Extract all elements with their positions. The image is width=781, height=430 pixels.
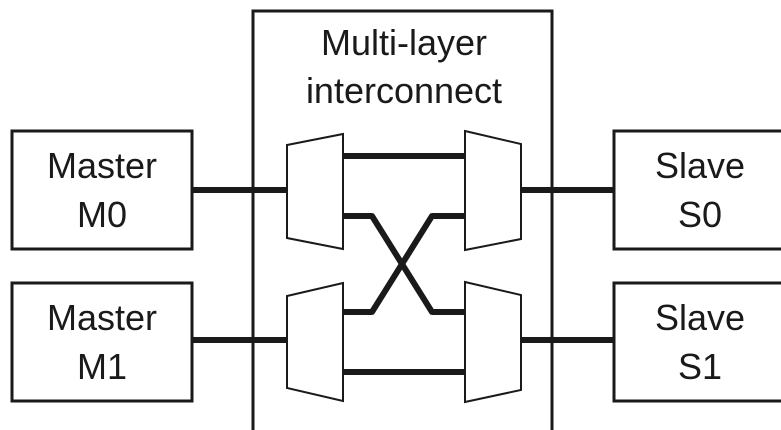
master-m0: Master M0 (10, 129, 194, 251)
slave-s1-label-line1: Slave (655, 297, 745, 338)
master-m0-label-line2: M0 (77, 194, 127, 235)
slave-s1-label-line2: S1 (678, 346, 722, 387)
master-m0-label-line1: Master (47, 145, 157, 186)
slave-s0: Slave S0 (612, 129, 781, 251)
output-mux-1 (464, 280, 522, 404)
master-m1: Master M1 (10, 281, 194, 403)
slave-s1: Slave S1 (612, 281, 781, 403)
slave-s0-label-line2: S0 (678, 194, 722, 235)
input-mux-0 (286, 132, 344, 251)
slave-s0-label-line1: Slave (655, 145, 745, 186)
master-m1-label-line2: M1 (77, 346, 127, 387)
output-mux-0 (464, 129, 522, 252)
input-mux-1 (286, 281, 344, 403)
wires (193, 153, 615, 375)
interconnect-box (251, 9, 554, 430)
master-m1-label-line1: Master (47, 297, 157, 338)
wire-internal-m1-s0 (342, 213, 466, 315)
interconnect-title-line2: interconnect (306, 70, 502, 111)
interconnect-title-line1: Multi-layer (321, 22, 487, 63)
